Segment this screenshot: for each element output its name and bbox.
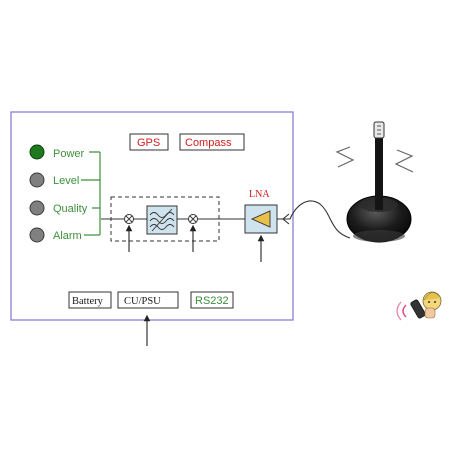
- lna-label: LNA: [249, 189, 270, 200]
- power-led-icon: [29, 144, 45, 160]
- rs232-box: [190, 291, 234, 309]
- gps-box: [129, 133, 169, 151]
- alarm-label: Alarm: [53, 230, 82, 242]
- radio-wave-left-icon: [335, 146, 355, 168]
- compass-label: Compass: [185, 137, 232, 149]
- remote-control-icon: [396, 291, 442, 321]
- power-label: Power: [53, 148, 85, 160]
- battery-label: Battery: [72, 296, 104, 307]
- quality-label: Quality: [53, 203, 88, 215]
- amplifier-triangle-icon: [244, 204, 278, 234]
- gps-label: GPS: [137, 137, 160, 149]
- compass-box: [179, 133, 245, 151]
- mixer-left-icon: [124, 214, 134, 224]
- bandpass-filter-icon: [146, 205, 178, 235]
- mixer-right-icon: [188, 214, 198, 224]
- level-led-icon: [29, 172, 45, 188]
- rs232-label: RS232: [195, 295, 229, 307]
- indicator-bracket: [81, 151, 101, 236]
- level-label: Level: [53, 175, 79, 187]
- quality-led-icon: [29, 200, 45, 216]
- alarm-led-icon: [29, 227, 45, 243]
- radio-wave-right-icon: [394, 149, 414, 173]
- antenna-icon: [346, 121, 412, 243]
- battery-box: [68, 291, 112, 309]
- cu-psu-box: [117, 291, 179, 309]
- cu-psu-label: CU/PSU: [124, 296, 161, 307]
- enclosure-box: [10, 111, 294, 321]
- cable-arrowhead: [282, 213, 290, 225]
- filter-group-dashed-box: [110, 196, 220, 242]
- antenna-cable: [277, 200, 351, 239]
